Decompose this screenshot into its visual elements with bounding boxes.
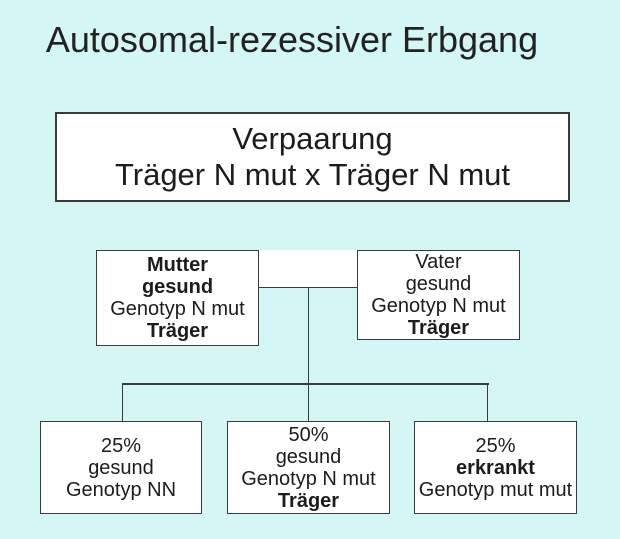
- father-name: Vater: [415, 251, 462, 273]
- page-title: Autosomal-rezessiver Erbgang: [45, 19, 539, 60]
- mating-box: Verpaarung Träger N mut x Träger N mut: [55, 112, 570, 202]
- father-health: gesund: [405, 273, 472, 295]
- offspring-nn-genotype: Genotyp NN: [65, 478, 177, 501]
- offspring-nn-percent: 25%: [100, 434, 142, 457]
- mating-box-line1: Verpaarung: [232, 121, 393, 156]
- offspring-nn-health: gesund: [88, 456, 154, 479]
- father-box: Vater gesund Genotyp N mut Träger: [357, 250, 520, 340]
- mother-box: Mutter gesund Genotyp N mut Träger: [96, 250, 259, 346]
- offspring-carrier-label: Träger: [277, 489, 340, 512]
- offspring-affected-percent: 25%: [475, 434, 516, 457]
- connector-trunk-line: [307, 287, 309, 384]
- connector-distributor-line: [121, 383, 489, 385]
- offspring-carrier-genotype: Genotyp N mut: [241, 467, 376, 490]
- offspring-carrier-percent: 50%: [288, 423, 329, 446]
- father-carrier-label: Träger: [407, 317, 470, 339]
- father-genotype: Genotyp N mut: [371, 295, 506, 317]
- offspring-carrier-health: gesund: [275, 445, 342, 468]
- mother-genotype: Genotyp N mut: [110, 298, 245, 320]
- offspring-healthy-nn-box: 25% gesund Genotyp NN: [40, 421, 202, 514]
- parents-connector-bridge: [258, 250, 358, 288]
- connector-stub-left: [121, 384, 123, 421]
- offspring-affected-health: erkrankt: [456, 456, 535, 479]
- offspring-affected-genotype: Genotyp mut mut: [418, 478, 573, 501]
- mother-name: Mutter: [146, 254, 209, 276]
- mother-carrier-label: Träger: [146, 320, 209, 342]
- connector-stub-right: [486, 384, 488, 421]
- mating-box-line2: Träger N mut x Träger N mut: [114, 157, 511, 192]
- offspring-carrier-box: 50% gesund Genotyp N mut Träger: [227, 421, 390, 514]
- offspring-affected-box: 25% erkrankt Genotyp mut mut: [414, 421, 577, 514]
- connector-stub-middle: [307, 384, 309, 421]
- mother-health: gesund: [141, 276, 214, 298]
